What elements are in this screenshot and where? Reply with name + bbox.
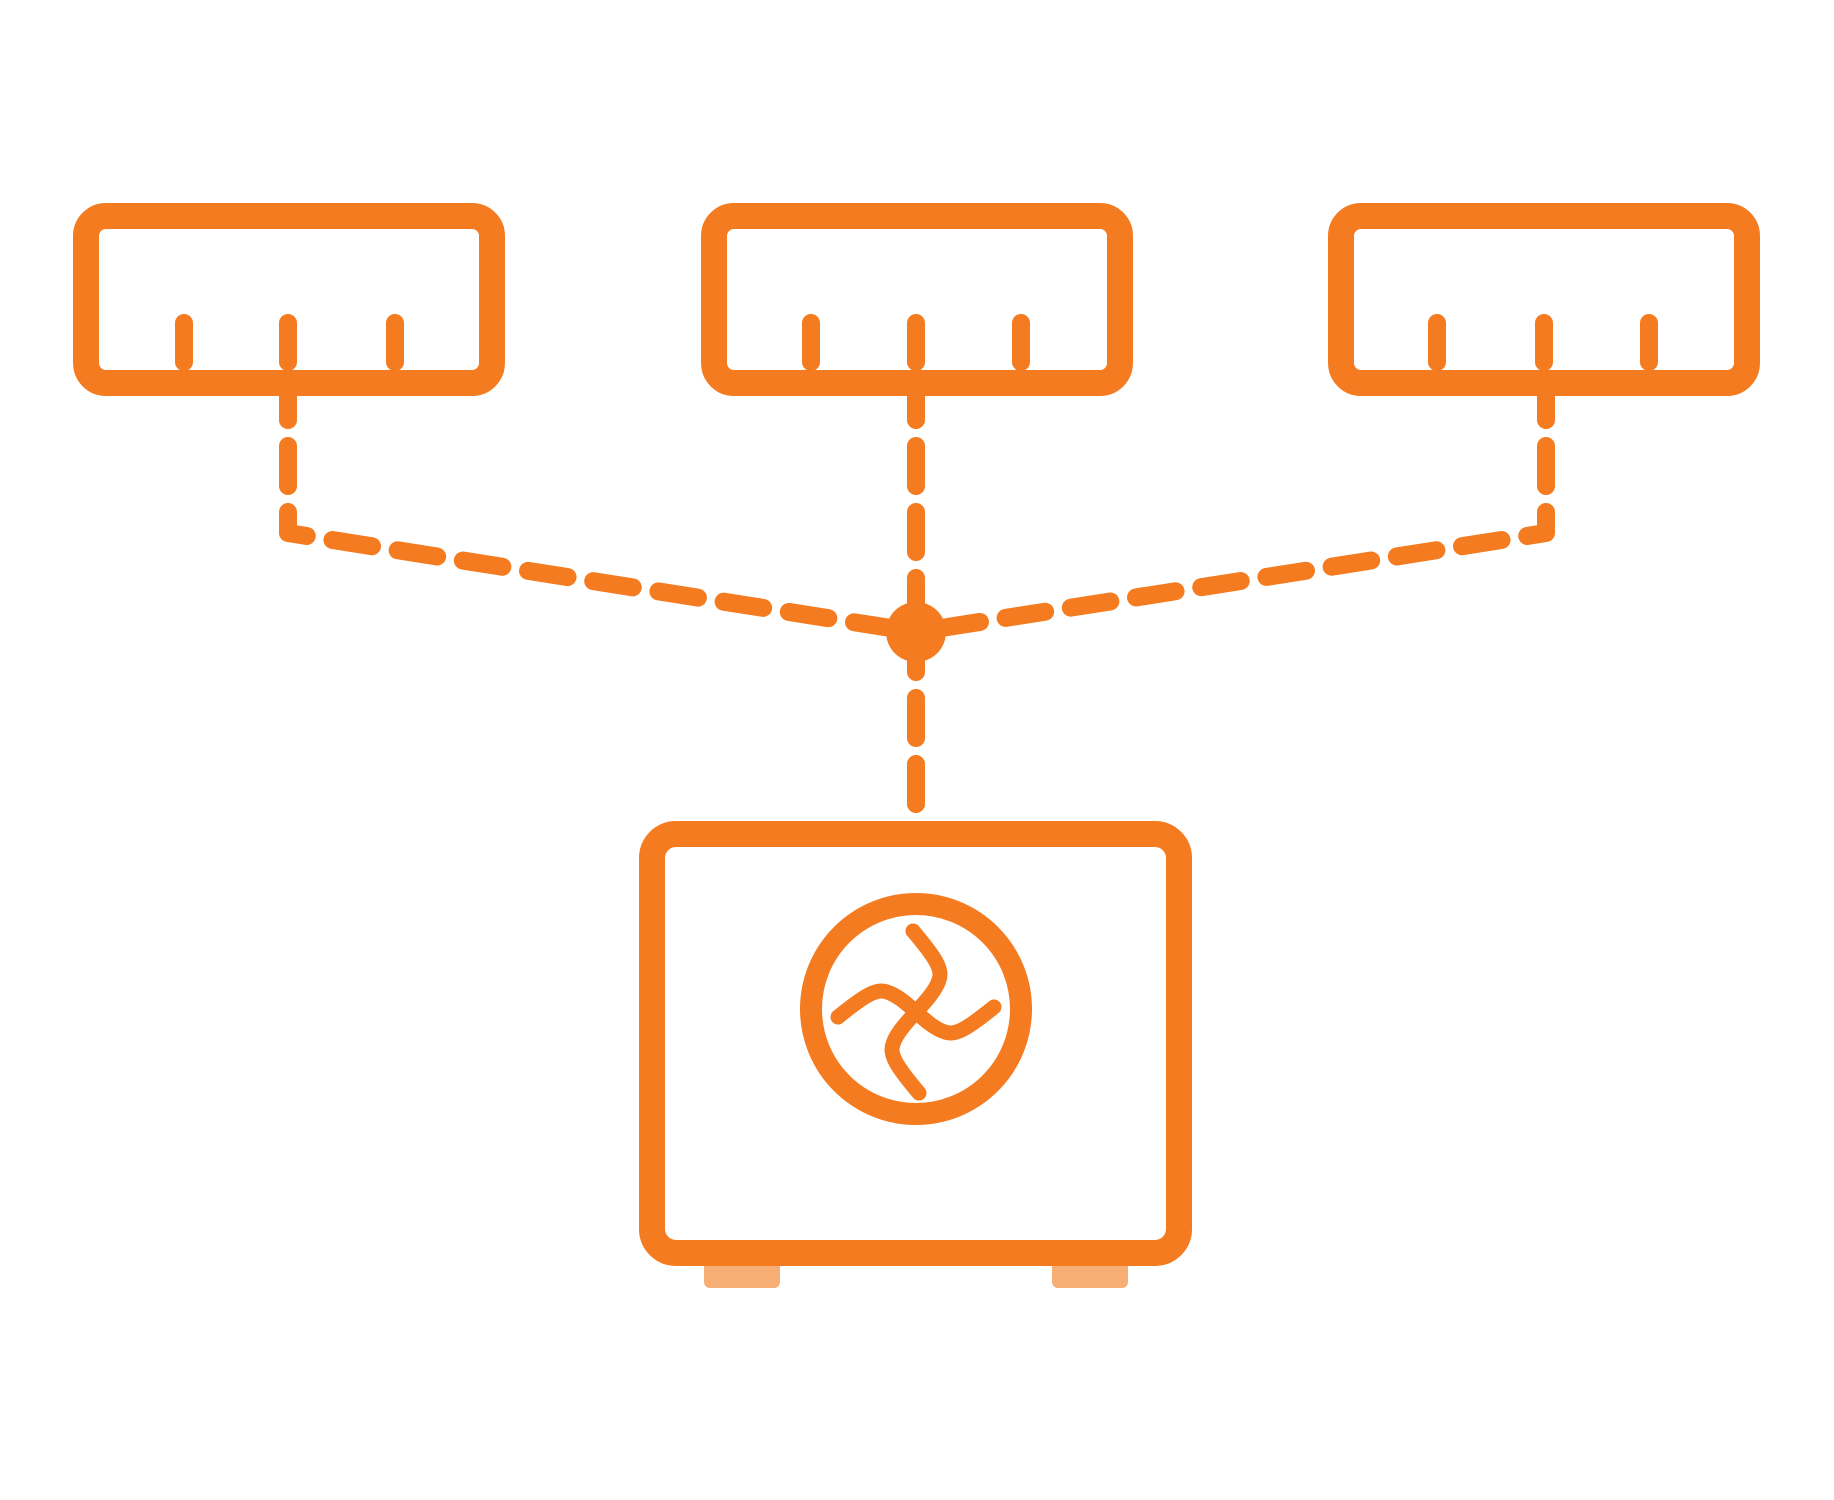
wall-mounted-indoor-unit-icon <box>701 203 1133 396</box>
fan-blade-icon <box>830 983 924 1025</box>
fan-blade-icon <box>908 999 1002 1041</box>
wall-mounted-indoor-unit-icon <box>73 203 505 396</box>
fan-housing-icon <box>800 893 1032 1125</box>
fan-blade-icon <box>905 923 948 1020</box>
indoor-unit-left <box>73 203 505 396</box>
outdoor-unit <box>639 821 1192 1288</box>
indoor-unit-center <box>701 203 1133 396</box>
wall-mounted-indoor-unit-icon <box>1328 203 1760 396</box>
dashed-line-right <box>907 371 1555 641</box>
dashed-line-left <box>279 371 925 641</box>
junction-dot-icon <box>886 602 946 662</box>
fan-icon <box>800 893 1032 1125</box>
indoor-unit-right <box>1328 203 1760 396</box>
fan-blade-icon <box>884 1004 927 1101</box>
outdoor-unit-casing <box>639 821 1192 1266</box>
